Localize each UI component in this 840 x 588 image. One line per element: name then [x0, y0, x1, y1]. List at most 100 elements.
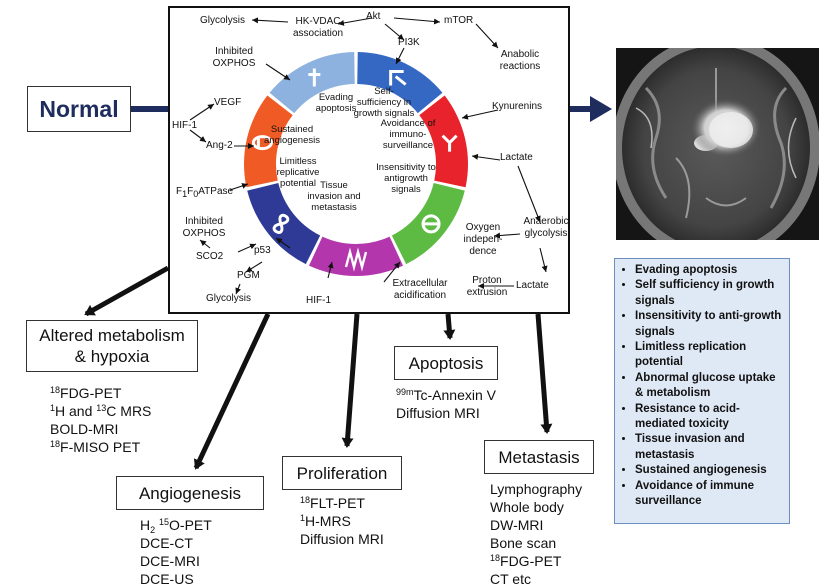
proliferation-item: 1H-MRS	[300, 513, 351, 529]
brain-mri-image	[616, 48, 819, 240]
wheel-segment-self-sufficiency	[357, 52, 443, 114]
invasion-icon	[344, 247, 368, 272]
normal-connector-bar	[130, 106, 168, 112]
self-sufficiency-icon	[389, 70, 407, 86]
hallmark-item: Insensitivity to anti-growth signals	[635, 309, 785, 340]
lactate-bottom-label: Lactate	[516, 280, 549, 291]
wheel-segment-angiogenesis	[244, 95, 293, 188]
apoptosis-item: Diffusion MRI	[396, 405, 480, 421]
angiogenesis-item: H2 15O-PET	[140, 517, 212, 535]
metabolism-item: 1H and 13C MRS	[50, 403, 152, 419]
mri-arrowhead	[590, 96, 612, 122]
hallmark-item: Limitless replication potential	[635, 340, 785, 371]
apoptosis-heading-box: Apoptosis	[394, 346, 498, 380]
proliferation-item: Diffusion MRI	[300, 531, 384, 547]
atpase-label: F1F0ATPase	[176, 186, 234, 199]
metastasis-heading-box: Metastasis	[484, 440, 594, 474]
mri-connector-bar	[570, 106, 592, 112]
hallmark-item: Avoidance of immune surveillance	[635, 479, 785, 510]
pathway-arrows	[189, 17, 548, 295]
proliferation-imaging-list: 18FLT-PET 1H-MRS Diffusion MRI	[300, 494, 384, 548]
metabolism-item: 18F-MISO PET	[50, 439, 141, 455]
hallmark-item: Resistance to acid-mediated toxicity	[635, 402, 785, 433]
proliferation-item: 18FLT-PET	[300, 495, 365, 511]
metabolism-heading-box: Altered metabolism & hypoxia	[26, 320, 198, 372]
glycolysis-top-label: Glycolysis	[200, 15, 246, 26]
proliferation-heading-box: Proliferation	[282, 456, 402, 490]
angiogenesis-item: DCE-CT	[140, 535, 193, 551]
hallmark-item: Self sufficiency in growth signals	[635, 278, 785, 309]
immune-surveillance-icon	[441, 134, 458, 152]
pgm-label: PGM	[237, 270, 260, 281]
hallmark-item: Evading apoptosis	[635, 263, 785, 278]
arrow-to-apoptosis	[443, 313, 456, 340]
glycolysis-bottom-label: Glycolysis	[206, 293, 252, 304]
angiogenesis-heading-box: Angiogenesis	[116, 476, 264, 510]
metabolism-item: BOLD-MRI	[50, 421, 119, 437]
hallmark-item: Sustained angiogenesis	[635, 463, 785, 478]
apoptosis-item: 99mTc-Annexin V	[396, 387, 496, 403]
p53-label: p53	[254, 245, 271, 256]
metastasis-item: DW-MRI	[490, 517, 544, 533]
metastasis-item: Lymphography	[490, 481, 583, 497]
arrow-to-proliferation	[341, 313, 360, 448]
proliferation-heading: Proliferation	[296, 463, 388, 483]
ang2-label: Ang-2	[206, 140, 233, 151]
replicative-icon	[272, 213, 290, 234]
metabolism-heading-line2: & hypoxia	[74, 347, 150, 366]
sco2-label: SCO2	[196, 251, 224, 262]
evading-apoptosis-icon	[308, 68, 321, 87]
metastasis-item: Whole body	[490, 499, 564, 515]
arrow-to-angiogenesis	[193, 312, 271, 470]
lactate-right-label: Lactate	[500, 152, 533, 163]
pi3k-label: PI3K	[398, 37, 420, 48]
metastasis-item: 18FDG-PET	[490, 553, 562, 569]
apoptosis-heading: Apoptosis	[408, 353, 484, 373]
wheel-segment-immune-surveillance	[419, 95, 469, 188]
angiogenesis-item: DCE-MRI	[140, 553, 200, 569]
mtor-label: mTOR	[444, 15, 474, 26]
akt-label: Akt	[366, 11, 381, 22]
antigrowth-icon	[421, 214, 441, 234]
angiogenesis-heading: Angiogenesis	[138, 483, 242, 503]
metastasis-heading: Metastasis	[498, 447, 580, 467]
angiogenesis-item: DCE-US	[140, 571, 194, 587]
metastasis-item: CT etc	[490, 571, 531, 587]
metastasis-item: Bone scan	[490, 535, 557, 551]
hallmark-item: Tissue invasion and metastasis	[635, 432, 785, 463]
angiogenesis-icon	[251, 135, 273, 151]
arrow-to-metastasis	[535, 313, 553, 434]
apoptosis-imaging-list: 99mTc-Annexin V Diffusion MRI	[396, 386, 496, 422]
kynurenins-label: Kynurenins	[492, 101, 543, 112]
hif1-left-label: HIF-1	[172, 120, 197, 131]
wheel-segment-evading-apoptosis	[269, 52, 355, 114]
hallmark-item: Abnormal glucose uptake & metabolism	[635, 371, 785, 402]
arrow-to-metabolism	[84, 265, 170, 317]
hif1-bottom-label: HIF-1	[306, 295, 331, 306]
metabolism-heading-line1: Altered metabolism	[39, 326, 185, 345]
normal-box: Normal	[27, 86, 131, 132]
vegf-label: VEGF	[214, 97, 242, 108]
normal-label: Normal	[39, 95, 119, 122]
